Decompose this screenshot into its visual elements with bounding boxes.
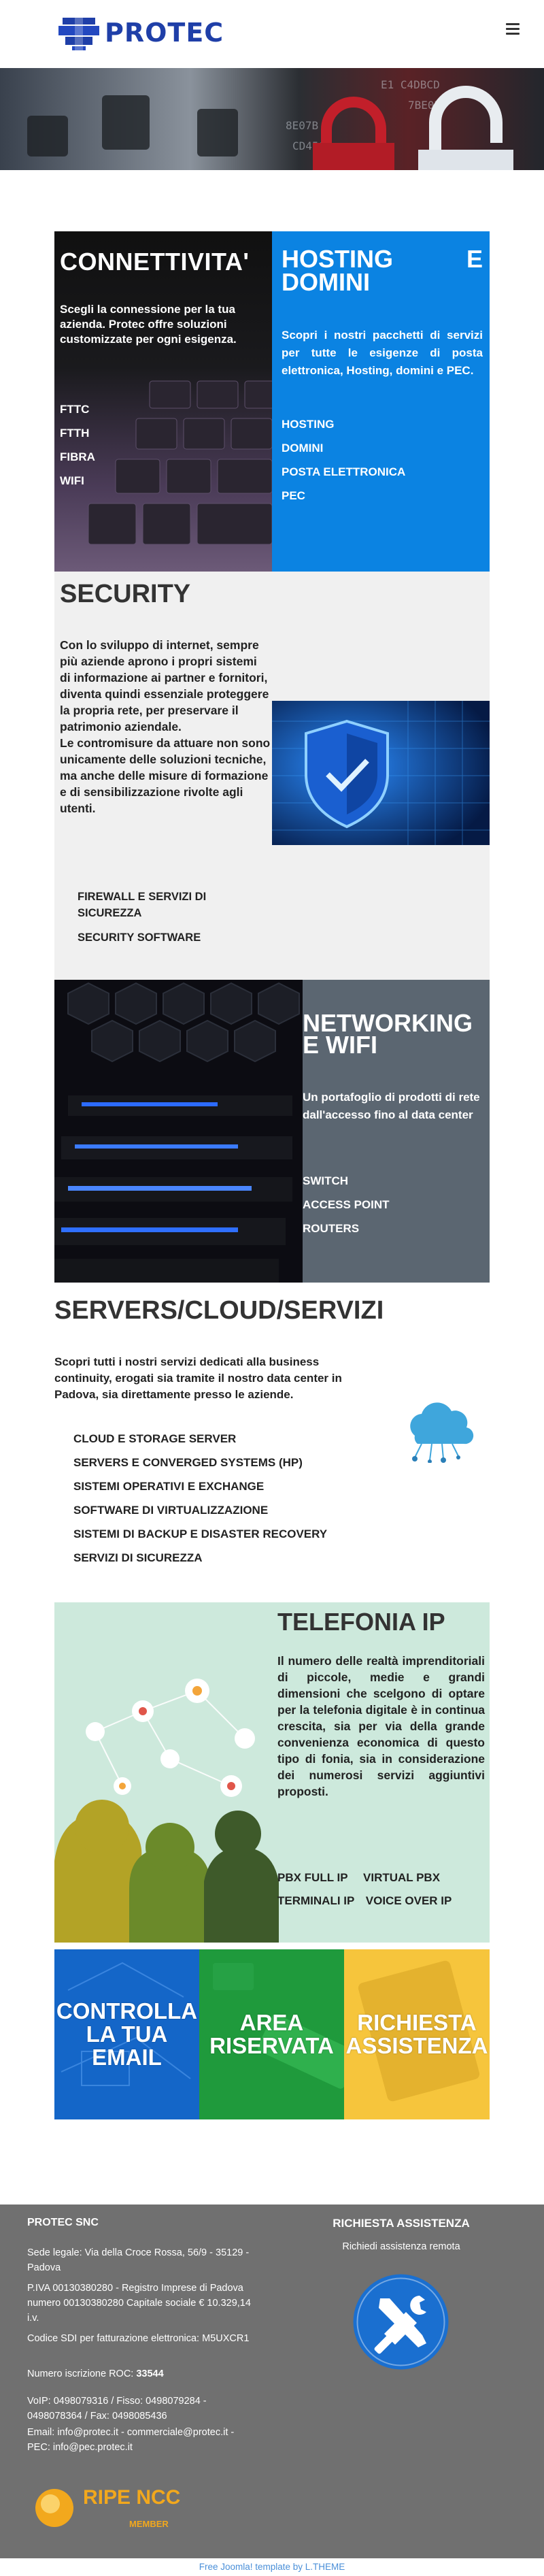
list-item[interactable]: PEC [282, 489, 305, 502]
networking-switch-image [54, 980, 303, 1283]
site-header: PROTEC [0, 0, 544, 68]
telefonia-description: Il numero delle realtà imprenditoriali d… [277, 1654, 485, 1798]
support-request-tile[interactable]: RICHIESTA ASSISTENZA [344, 1949, 490, 2119]
hamburger-menu-icon[interactable] [506, 23, 520, 35]
support-request-label: RICHIESTA ASSISTENZA [345, 2010, 488, 2058]
hosting-title: HOSTING E DOMINI [282, 245, 483, 296]
list-item[interactable]: WIFI [60, 474, 84, 487]
networking-card[interactable]: NETWORKING E WIFI Un portafoglio di prod… [303, 980, 490, 1283]
hosting-description: Scopri i nostri pacchetti di servizi per… [282, 329, 483, 377]
list-item[interactable]: TERMINALI IP [277, 1894, 355, 1907]
company-address: Sede legale: Via della Croce Rossa, 56/9… [27, 2247, 250, 2273]
protec-logo-icon [58, 15, 99, 50]
list-item[interactable]: DOMINI [282, 442, 324, 455]
check-email-tile[interactable]: CONTROLLA LA TUA EMAIL [54, 1949, 199, 2119]
reserved-area-tile[interactable]: AREA RISERVATA [199, 1949, 344, 2119]
site-footer: PROTEC SNC Sede legale: Via della Croce … [0, 2205, 544, 2558]
ripe-member-text: MEMBER [129, 2519, 169, 2529]
telefonia-list: PBX FULL IP VIRTUAL PBX TERMINALI IP VOI… [277, 1866, 485, 1913]
security-shield-image [272, 701, 490, 845]
check-email-label: CONTROLLA LA TUA EMAIL [56, 1998, 198, 2070]
telefonia-title: TELEFONIA IP [277, 1608, 445, 1636]
networking-title: NETWORKING E WIFI [303, 1009, 473, 1059]
list-item[interactable]: VOICE OVER IP [365, 1894, 452, 1907]
list-item[interactable]: SISTEMI DI BACKUP E DISASTER RECOVERY [73, 1528, 328, 1540]
keyboard-image [88, 380, 272, 545]
list-item[interactable]: SWITCH [303, 1174, 349, 1187]
connettivita-description: Scegli la connessione per la tua azienda… [60, 303, 237, 346]
company-roc: Numero iscrizione ROC: 33544 [27, 2366, 258, 2381]
support-background-icon [344, 1949, 490, 2119]
list-item[interactable]: HOSTING [282, 418, 335, 431]
list-item[interactable]: FTTC [60, 403, 90, 416]
ripe-logo-icon [35, 2489, 73, 2527]
email-background-icon [54, 1949, 199, 2119]
svg-text:E1 C4DBCD: E1 C4DBCD [381, 78, 440, 91]
telefonia-section: TELEFONIA IP Il numero delle realtà impr… [54, 1602, 490, 1943]
list-item[interactable]: VIRTUAL PBX [363, 1871, 441, 1884]
logo[interactable]: PROTEC [57, 14, 224, 51]
list-item[interactable]: SERVIZI DI SICUREZZA [73, 1551, 203, 1564]
brand-name: PROTEC [105, 17, 224, 48]
roc-value: 33544 [136, 2368, 164, 2379]
company-name: PROTEC SNC [27, 2217, 99, 2228]
security-paragraph: Con lo sviluppo di internet, sempre più … [60, 638, 269, 733]
assistance-title: RICHIESTA ASSISTENZA [333, 2217, 470, 2230]
template-credits[interactable]: Free Joomla! template by L.THEME [0, 2558, 544, 2576]
company-vat: P.IVA 00130380280 - Registro Imprese di … [27, 2283, 251, 2324]
hero-banner: E1 C4DBCD 7BE07 8E07B CD45C0 [0, 68, 544, 170]
list-item[interactable]: SOFTWARE DI VIRTUALIZZAZIONE [73, 1504, 269, 1517]
servers-title: SERVERS/CLOUD/SERVIZI [54, 1296, 384, 1325]
assistance-subtitle: Richiedi assistenza remota [342, 2241, 460, 2252]
networking-description: Un portafoglio di prodotti di rete dall'… [303, 1091, 480, 1121]
ripe-ncc-badge: RIPE NCC MEMBER [34, 2482, 184, 2537]
list-item[interactable]: SISTEMI OPERATIVI E EXCHANGE [73, 1480, 265, 1493]
security-title: SECURITY [60, 580, 191, 608]
login-background-icon [199, 1949, 344, 2119]
connettivita-title: CONNETTIVITA' [60, 248, 250, 276]
security-description: Con lo sviluppo di internet, sempre più … [60, 637, 271, 816]
company-sdi: Codice SDI per fatturazione elettronica:… [27, 2333, 250, 2344]
servers-list: CLOUD E STORAGE SERVER SERVERS E CONVERG… [73, 1432, 327, 1575]
list-item[interactable]: POSTA ELETTRONICA [282, 465, 406, 478]
list-item[interactable]: CLOUD E STORAGE SERVER [73, 1432, 237, 1445]
roc-label: Numero iscrizione ROC: [27, 2368, 134, 2379]
connettivita-card[interactable]: CONNETTIVITA' Scegli la connessione per … [54, 231, 272, 572]
ripe-text: RIPE NCC [83, 2486, 181, 2509]
list-item[interactable]: SECURITY SOFTWARE [78, 931, 201, 944]
company-emails[interactable]: Email: info@protec.it - commerciale@prot… [27, 2427, 235, 2453]
svg-text:8E07B: 8E07B [286, 119, 318, 132]
tools-icon[interactable] [352, 2273, 450, 2371]
list-item[interactable]: ACCESS POINT [303, 1198, 390, 1211]
networking-list: SWITCH ACCESS POINT ROUTERS [303, 1174, 390, 1246]
security-section: SECURITY Con lo sviluppo di internet, se… [54, 572, 490, 980]
padlock-banner-image: E1 C4DBCD 7BE07 8E07B CD45C0 [0, 68, 544, 170]
list-item[interactable]: FTTH [60, 427, 90, 440]
reserved-area-label: AREA RISERVATA [209, 2010, 334, 2058]
list-item[interactable]: ROUTERS [303, 1222, 360, 1235]
voip-people-illustration [54, 1679, 279, 1943]
cloud-network-icon [410, 1402, 474, 1463]
list-item[interactable]: FIBRA [60, 450, 95, 463]
hosting-card[interactable]: HOSTING E DOMINI Scopri i nostri pacchet… [272, 231, 490, 572]
list-item[interactable]: SERVERS E CONVERGED SYSTEMS (HP) [73, 1456, 303, 1469]
security-list: FIREWALL E SERVIZI DI SICUREZZA SECURITY… [60, 889, 237, 946]
list-item[interactable]: PBX FULL IP [277, 1871, 348, 1884]
security-paragraph: Le contromisure da attuare non sono unic… [60, 736, 271, 815]
company-phones: VoIP: 0498079316 / Fisso: 0498079284 - 0… [27, 2396, 207, 2422]
connettivita-list: FTTC FTTH FIBRA WIFI [60, 403, 95, 498]
list-item[interactable]: FIREWALL E SERVIZI DI SICUREZZA [78, 891, 207, 919]
servers-description: Scopri tutti i nostri servizi dedicati a… [54, 1355, 342, 1401]
hosting-list: HOSTING DOMINI POSTA ELETTRONICA PEC [282, 418, 405, 513]
